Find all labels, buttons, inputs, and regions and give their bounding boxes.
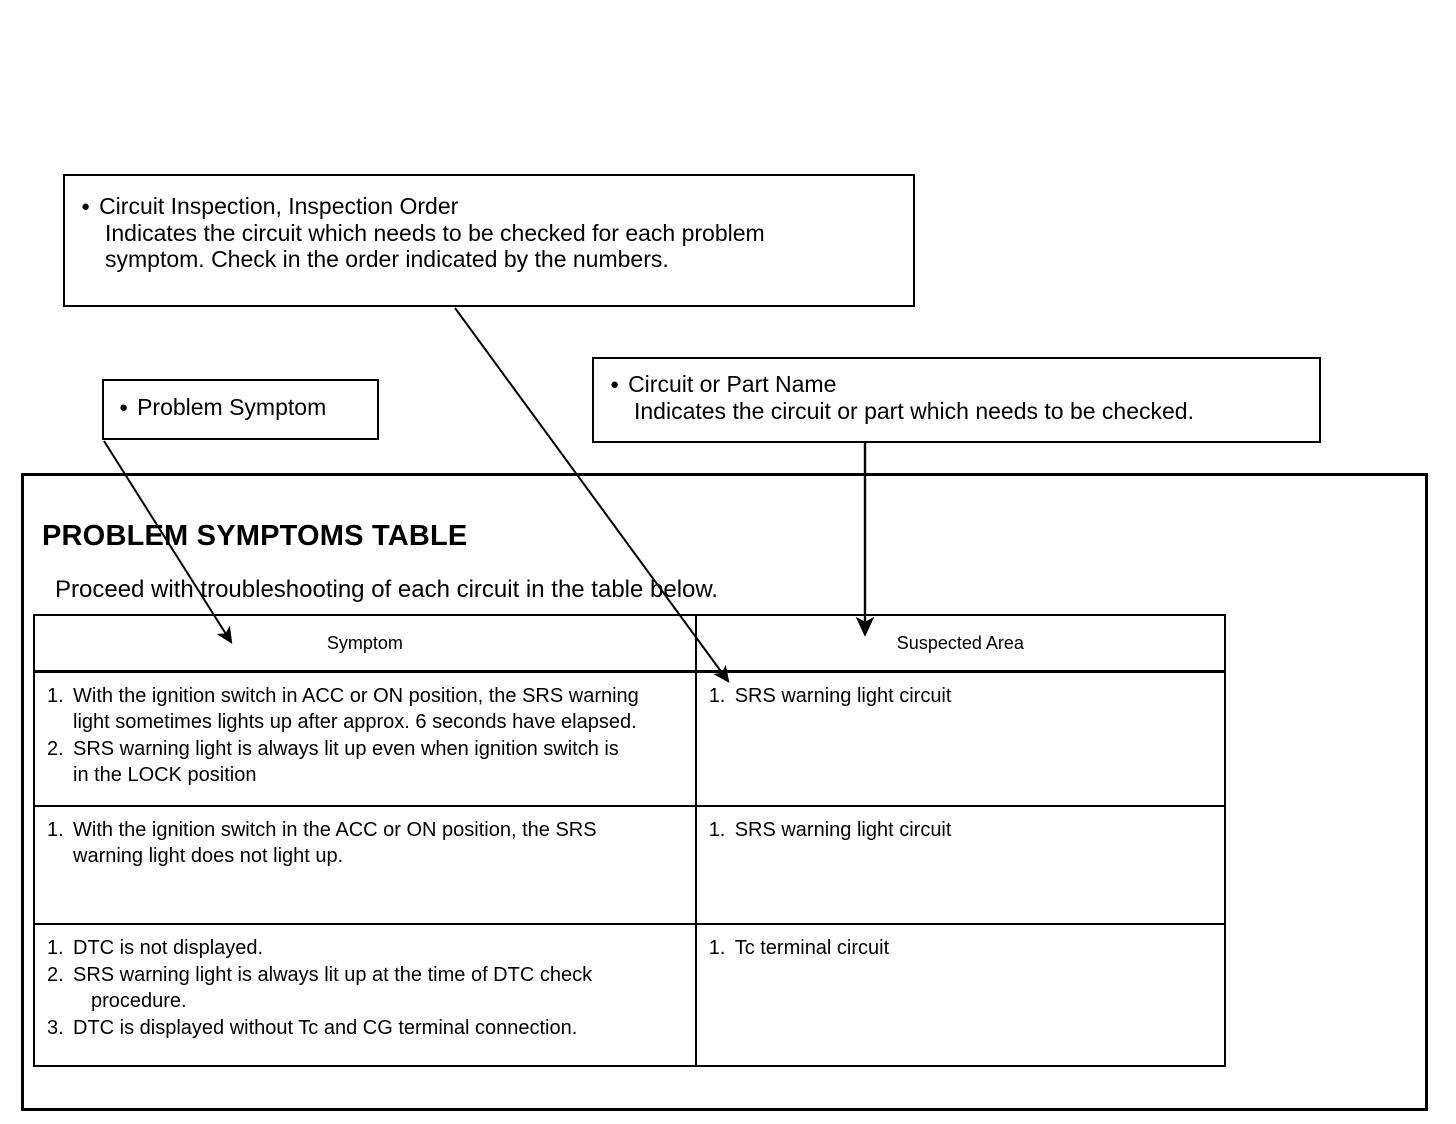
- list-item-line: SRS warning light is always lit up at th…: [73, 964, 593, 986]
- cell-symptom: 1. DTC is not displayed. 2. SRS warning …: [33, 923, 697, 1067]
- callout-heading-row: ● Circuit or Part Name: [610, 371, 1319, 398]
- bullet-icon: ●: [610, 376, 620, 393]
- callout-heading-row: ● Problem Symptom: [119, 394, 377, 421]
- list-item: 1. With the ignition switch in the ACC o…: [47, 817, 683, 869]
- list-item-line: light sometimes lights up after approx. …: [73, 711, 637, 733]
- column-header-suspected-area: Suspected Area: [694, 614, 1227, 673]
- list-item-number: 1.: [47, 937, 64, 959]
- suspected-area-list: 1. SRS warning light circuit: [697, 673, 1224, 720]
- list-item-text: SRS warning light circuit: [734, 819, 952, 841]
- page-title: PROBLEM SYMPTOMS TABLE: [42, 520, 468, 552]
- table-header-row: Symptom Suspected Area: [33, 614, 1227, 673]
- callout-body-line-2: symptom. Check in the order indicated by…: [105, 246, 669, 273]
- callout-heading: Circuit Inspection, Inspection Order: [99, 193, 459, 219]
- callout-body-line-1: Indicates the circuit which needs to be …: [105, 219, 765, 246]
- symptom-list: 1. With the ignition switch in ACC or ON…: [35, 673, 695, 799]
- list-item-text: DTC is displayed without Tc and CG termi…: [73, 1017, 578, 1039]
- list-item: 1. SRS warning light circuit: [709, 817, 1212, 843]
- symptom-list: 1. With the ignition switch in the ACC o…: [35, 807, 695, 880]
- list-item-number: 1.: [708, 937, 726, 959]
- list-item-line: procedure.: [91, 990, 187, 1012]
- callout-heading-row: ● Circuit Inspection, Inspection Order: [81, 193, 913, 220]
- symptom-list: 1. DTC is not displayed. 2. SRS warning …: [35, 925, 695, 1052]
- list-item: 1. DTC is not displayed.: [47, 935, 683, 961]
- list-item-text: Tc terminal circuit: [734, 937, 890, 959]
- list-item-line: in the LOCK position: [73, 764, 257, 786]
- problem-symptoms-table: Symptom Suspected Area 1. With the ignit…: [33, 614, 1227, 1067]
- callout-body-line-1: Indicates the circuit or part which need…: [634, 397, 1194, 424]
- suspected-area-list: 1. Tc terminal circuit: [697, 925, 1224, 972]
- callout-circuit-inspection-order: ● Circuit Inspection, Inspection Order I…: [63, 174, 915, 307]
- table-row: 1. With the ignition switch in ACC or ON…: [33, 670, 1227, 807]
- list-item-number: 2.: [47, 738, 64, 760]
- callout-heading: Problem Symptom: [137, 394, 327, 420]
- cell-suspected-area: 1. SRS warning light circuit: [694, 670, 1227, 807]
- cell-suspected-area: 1. SRS warning light circuit: [694, 805, 1227, 925]
- list-item-line: warning light does not light up.: [73, 845, 344, 867]
- list-item-line: With the ignition switch in ACC or ON po…: [73, 685, 639, 707]
- list-item: 1. Tc terminal circuit: [709, 935, 1212, 961]
- list-item: 3. DTC is displayed without Tc and CG te…: [47, 1015, 683, 1041]
- list-item-text: With the ignition switch in the ACC or O…: [73, 817, 683, 869]
- list-item: 1. With the ignition switch in ACC or ON…: [47, 683, 683, 735]
- list-item-text: SRS warning light is always lit up even …: [73, 736, 683, 788]
- bullet-icon: ●: [81, 198, 91, 215]
- list-item-line: SRS warning light is always lit up even …: [73, 738, 619, 760]
- list-item-number: 2.: [47, 964, 64, 986]
- list-item: 2. SRS warning light is always lit up ev…: [47, 736, 683, 788]
- callout-circuit-or-part-name: ● Circuit or Part Name Indicates the cir…: [592, 357, 1321, 443]
- table-row: 1. DTC is not displayed. 2. SRS warning …: [33, 923, 1227, 1067]
- suspected-area-list: 1. SRS warning light circuit: [697, 807, 1224, 854]
- table-body: 1. With the ignition switch in ACC or ON…: [33, 670, 1227, 1067]
- list-item: 1. SRS warning light circuit: [709, 683, 1212, 709]
- list-item-text: SRS warning light circuit: [734, 685, 952, 707]
- list-item-text: DTC is not displayed.: [73, 937, 264, 959]
- list-item-text: SRS warning light is always lit up at th…: [73, 962, 683, 1014]
- list-item-number: 1.: [47, 819, 64, 841]
- list-item-number: 1.: [708, 819, 726, 841]
- cell-suspected-area: 1. Tc terminal circuit: [694, 923, 1227, 1067]
- list-item-line: With the ignition switch in the ACC or O…: [73, 819, 597, 841]
- list-item: 2. SRS warning light is always lit up at…: [47, 962, 683, 1014]
- table-row: 1. With the ignition switch in the ACC o…: [33, 805, 1227, 925]
- bullet-icon: ●: [119, 399, 129, 416]
- section-intro-text: Proceed with troubleshooting of each cir…: [55, 576, 719, 603]
- cell-symptom: 1. With the ignition switch in the ACC o…: [33, 805, 697, 925]
- column-header-symptom: Symptom: [33, 614, 697, 673]
- callout-problem-symptom: ● Problem Symptom: [102, 379, 379, 440]
- list-item-text: With the ignition switch in ACC or ON po…: [73, 683, 683, 735]
- list-item-number: 1.: [47, 685, 64, 707]
- list-item-number: 3.: [47, 1017, 64, 1039]
- callout-heading: Circuit or Part Name: [628, 371, 837, 397]
- cell-symptom: 1. With the ignition switch in ACC or ON…: [33, 670, 697, 807]
- list-item-number: 1.: [708, 685, 726, 707]
- table-header: Symptom Suspected Area: [33, 614, 1227, 673]
